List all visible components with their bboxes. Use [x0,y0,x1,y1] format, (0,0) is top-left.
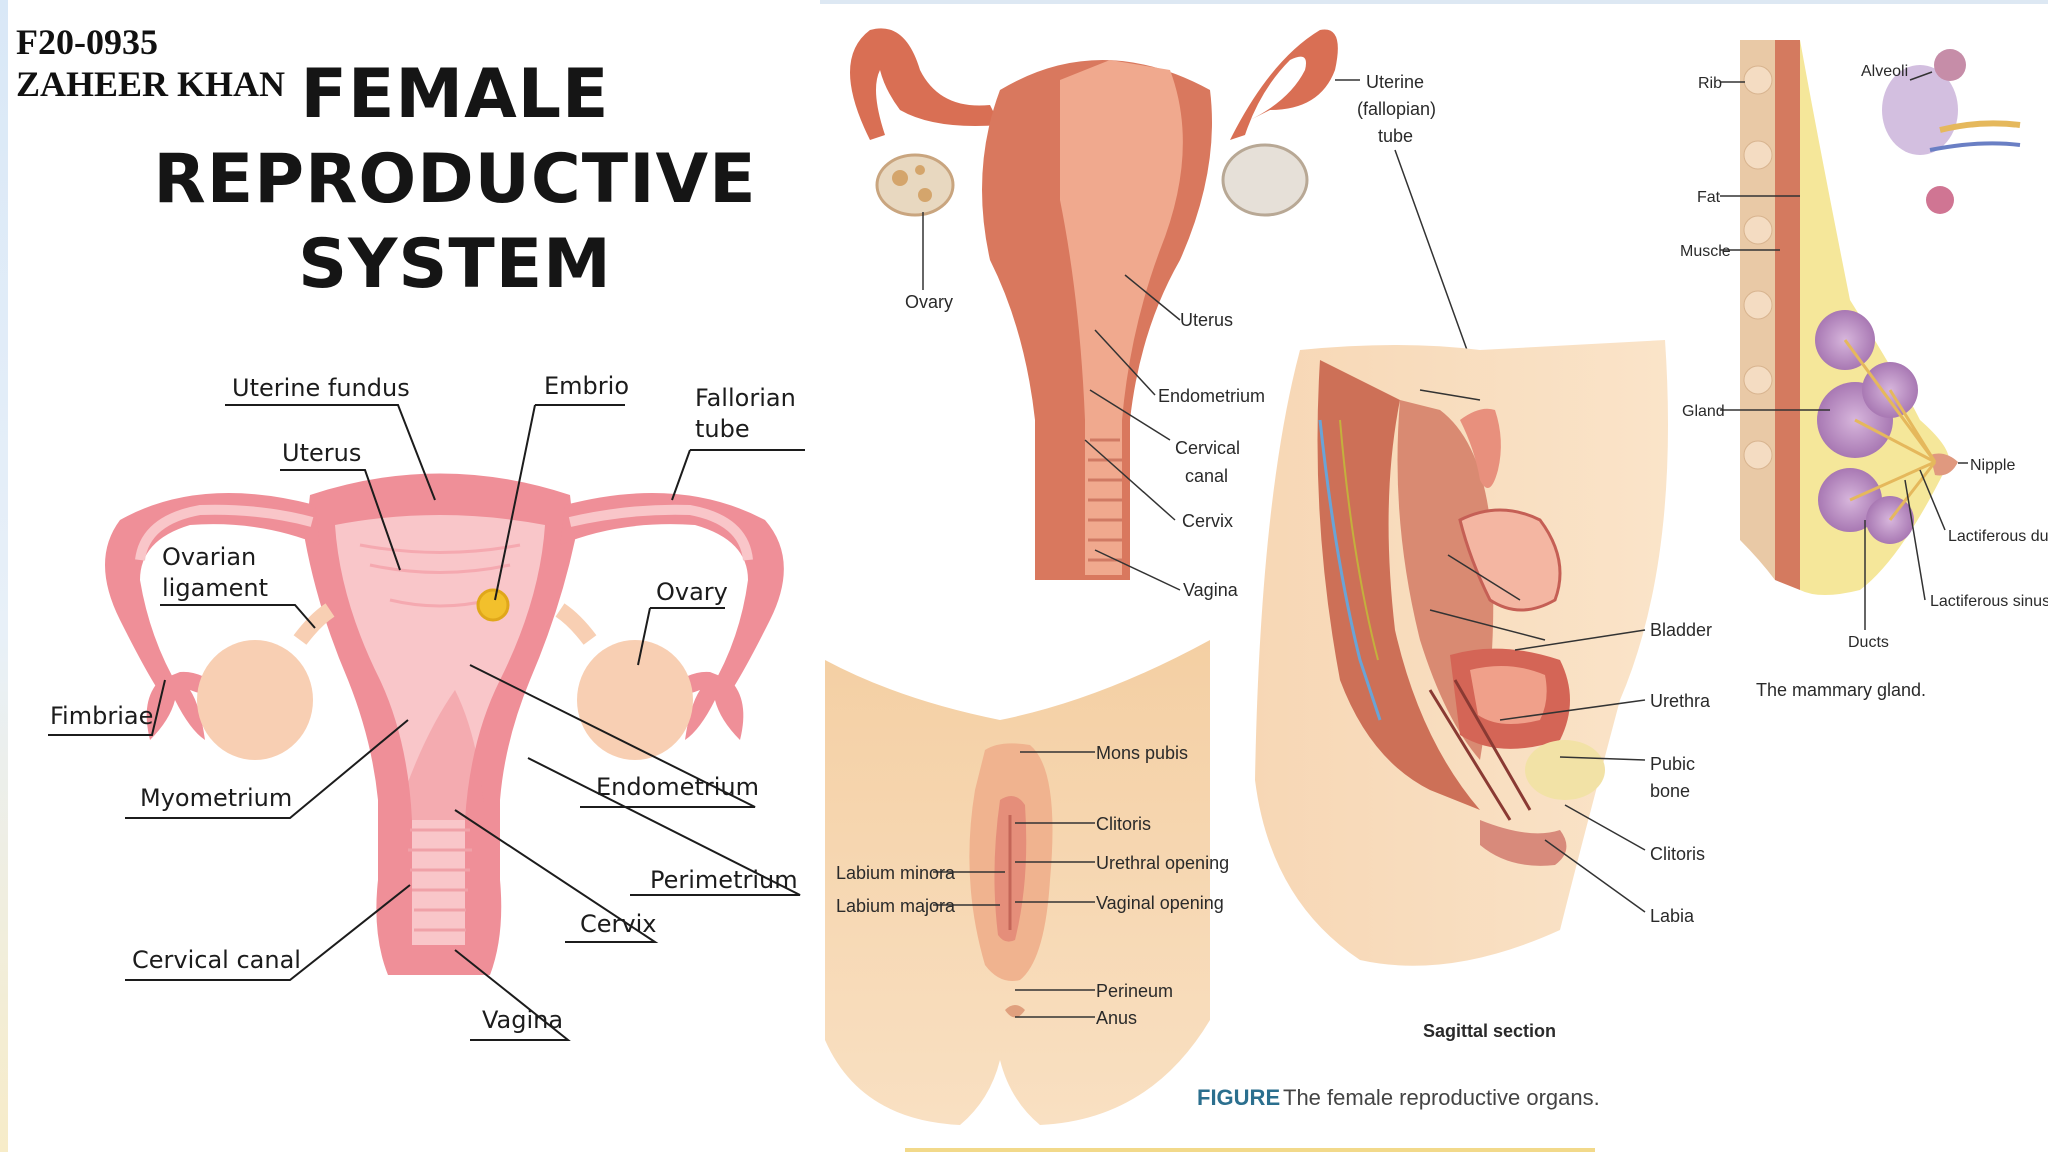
sag-label-labia: Labia [1650,906,1695,926]
sag-label-urethra: Urethra [1650,691,1711,711]
label-fimbriae: Fimbriae [50,702,153,730]
mam-label-lactiferous-sinus: Lactiferous sinus [1930,593,2048,610]
label-myometrium: Myometrium [140,784,292,812]
figure-caption-text: The female reproductive organs. [1283,1085,1600,1110]
label-cervix: Cervix [580,910,656,938]
external-view-leaders [933,751,1095,1018]
embrio-dot [476,588,510,622]
fig-label-cervical-2: canal [1185,466,1228,486]
sagittal-section-figure [1255,340,1668,966]
mam-label-fat: Fat [1697,189,1721,206]
title-line-1: FEMALE [300,55,610,134]
fig-label-uterine-3: tube [1378,126,1413,146]
right-ovary [577,640,693,760]
top-edge-strip [820,0,2048,4]
label-cervical-canal: Cervical canal [132,946,301,974]
ovary-right-fig [1221,143,1309,217]
fig-label-endometrium: Endometrium [1158,386,1265,406]
sag-label-bladder: Bladder [1650,620,1712,640]
label-ovary: Ovary [656,578,728,606]
mammary-leaders [1720,71,1968,630]
sag-label-pubic-2: bone [1650,781,1690,801]
ext-label-perineum: Perineum [1096,981,1173,1001]
student-id: F20-0935 [16,22,158,62]
label-ovarian-2: ligament [162,574,268,602]
ext-label-urethral-opening: Urethral opening [1096,853,1229,873]
fig-label-cervix: Cervix [1182,511,1233,531]
ext-label-clitoris: Clitoris [1096,814,1151,834]
fig-label-ovary: Ovary [905,292,953,312]
label-perimetrium: Perimetrium [650,866,798,894]
uterus-section-figure [850,28,1338,580]
bottom-edge-strip [905,1148,1595,1152]
label-fallorian-1: Fallorian [695,384,796,412]
ext-label-anus: Anus [1096,1008,1137,1028]
fig-label-uterine-2: (fallopian) [1357,99,1436,119]
sagittal-labels: Bladder Urethra Pubic bone Clitoris Labi… [1423,620,1712,1041]
label-endometrium: Endometrium [596,773,759,801]
label-uterine-fundus: Uterine fundus [232,374,410,402]
label-fallorian-2: tube [695,415,750,443]
label-vagina: Vagina [482,1006,563,1034]
external-view-labels: Mons pubis Clitoris Urethral opening Vag… [836,743,1229,1028]
title-line-2: REPRODUCTIVE [153,140,757,219]
mam-label-alveoli: Alveoli [1861,63,1908,80]
mammary-gland-figure [1740,40,2021,595]
fig-label-uterine-1: Uterine [1366,72,1424,92]
sag-caption: Sagittal section [1423,1021,1556,1041]
mam-label-muscle: Muscle [1680,243,1731,260]
uterus-section-labels: Ovary Uterine (fallopian) tube Uterus En… [905,72,1436,600]
figure-word: FIGURE [1197,1085,1280,1110]
mam-label-gland: Gland [1682,403,1725,420]
label-ovarian-1: Ovarian [162,543,256,571]
mam-label-ducts: Ducts [1848,634,1889,651]
left-ovary [197,640,313,760]
ext-label-labium-minora: Labium minora [836,863,956,883]
title-line-3: SYSTEM [298,225,612,304]
label-uterus: Uterus [282,439,361,467]
ovary-left-fig [875,153,955,217]
sag-label-pubic-1: Pubic [1650,754,1695,774]
mammary-labels: Alveoli Rib Fat Muscle Gland Nipple Lact… [1680,63,2048,700]
right-fallopian-tube [560,493,784,700]
external-view-figure [825,640,1210,1125]
ext-label-vaginal-opening: Vaginal opening [1096,893,1224,913]
ext-label-labium-majora: Labium majora [836,896,956,916]
left-fallopian-tube [105,493,320,700]
ext-label-mons-pubis: Mons pubis [1096,743,1188,763]
fig-label-vagina: Vagina [1183,580,1239,600]
left-labels: Uterine fundus Embrio Fallorian tube Ute… [50,372,798,1034]
fig-label-cervical-1: Cervical [1175,438,1240,458]
left-leader-lines [48,404,805,1041]
label-embrio: Embrio [544,372,629,400]
fig-label-uterus: Uterus [1180,310,1233,330]
left-edge-gradient [0,0,8,1152]
uterus-illustration [105,473,784,975]
sagittal-leaders [1419,389,1646,913]
mam-caption: The mammary gland. [1756,680,1926,700]
sag-label-clitoris: Clitoris [1650,844,1705,864]
page-title: FEMALE REPRODUCTIVE SYSTEM [150,52,760,307]
student-name: ZAHEER KHAN [16,64,286,104]
mam-label-nipple: Nipple [1970,457,2015,474]
mam-label-lactiferous-duct: Lactiferous duct [1948,528,2048,545]
mam-label-rib: Rib [1698,75,1722,92]
